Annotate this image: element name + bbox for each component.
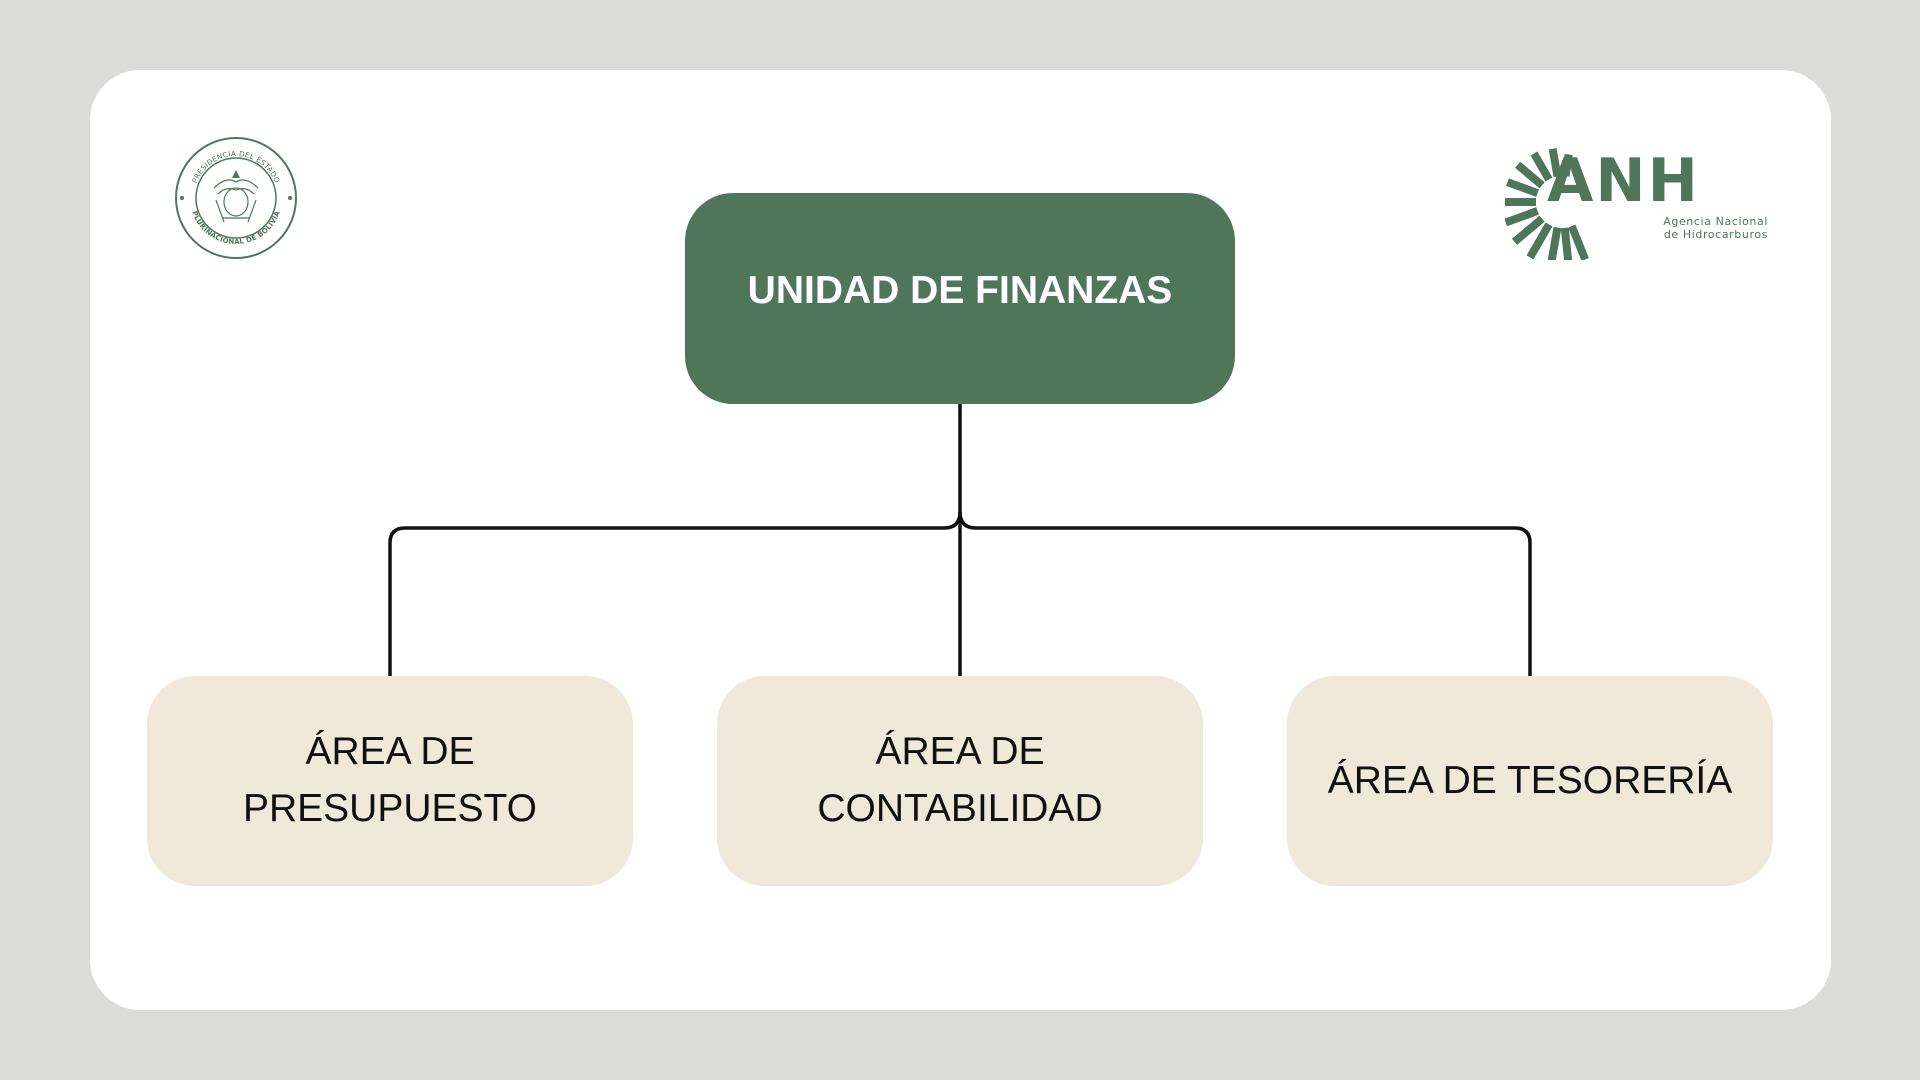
node-area-contabilidad: ÁREA DE CONTABILIDAD	[717, 676, 1203, 886]
node-root-label: UNIDAD DE FINANZAS	[747, 268, 1173, 312]
node-presupuesto-line2: PRESUPUESTO	[242, 787, 538, 830]
anh-logo-line2: de Hidrocarburos	[1663, 228, 1768, 242]
node-contabilidad-line1: ÁREA DE	[875, 730, 1045, 774]
node-unidad-de-finanzas: UNIDAD DE FINANZAS	[685, 193, 1235, 404]
anh-logo-icon	[1505, 148, 1589, 260]
svg-text:PLURINACIONAL DE BOLIVIA: PLURINACIONAL DE BOLIVIA	[190, 209, 282, 246]
anh-logo-letters: ANH	[1547, 146, 1700, 216]
node-area-presupuesto: ÁREA DE PRESUPUESTO	[147, 676, 633, 886]
node-presupuesto-line1: ÁREA DE	[305, 730, 475, 774]
anh-logo-line1: Agencia Nacional	[1663, 215, 1768, 228]
svg-text:PRESIDENCIA DEL ESTADO: PRESIDENCIA DEL ESTADO	[190, 149, 282, 185]
bolivia-presidency-seal-icon: PRESIDENCIA DEL ESTADO PLURINACIONAL DE …	[175, 137, 297, 259]
anh-logo-subtitle: Agencia Nacional de Hidrocarburos	[1638, 215, 1768, 241]
node-contabilidad-line2: CONTABILIDAD	[817, 787, 1103, 830]
node-area-tesoreria: ÁREA DE TESORERÍA	[1287, 676, 1773, 886]
node-tesoreria-line1: ÁREA DE TESORERÍA	[1327, 758, 1733, 802]
